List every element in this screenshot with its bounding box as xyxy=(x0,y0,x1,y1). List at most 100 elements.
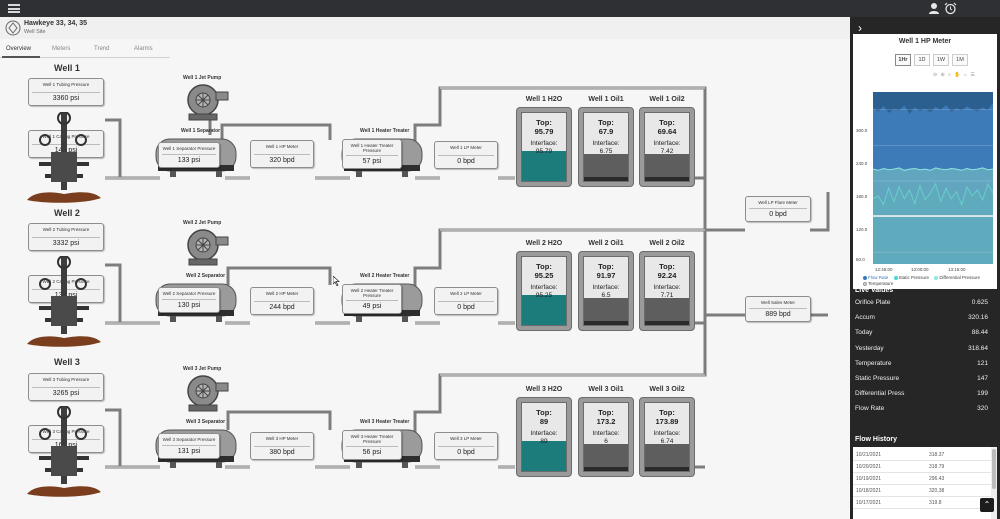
history-value: 296.43 xyxy=(929,476,945,482)
tank-title: Well 1 H2O xyxy=(525,96,563,103)
gauge-value: 56 psi xyxy=(346,446,398,457)
well-1-hp-meter[interactable]: Well 1 HP Meter 320 bpd xyxy=(250,140,314,168)
tank-level-fill xyxy=(645,443,689,471)
well-3-lp-meter[interactable]: Well 3 LP Meter 0 bpd xyxy=(434,432,498,460)
tank-level-fill xyxy=(522,441,566,471)
live-value-number: 199 xyxy=(977,390,988,398)
site-header: Hawkeye 33, 34, 35 Well Site xyxy=(0,17,850,39)
well-3-hp-meter[interactable]: Well 3 HP Meter 380 bpd xyxy=(250,432,314,460)
storage-tank[interactable]: Top: 92.24 Interface: 7.71 xyxy=(639,251,695,331)
tank-level-fill xyxy=(522,151,566,181)
lp-flare-meter[interactable]: Well LP Flare Meter 0 bpd xyxy=(745,196,811,222)
history-date: 10/19/2021 xyxy=(856,476,882,482)
tank-interface-value: 95.25 xyxy=(535,292,553,299)
well-2-treater-pressure[interactable]: Well 2 Heater Treater Pressure 49 psi xyxy=(342,284,402,314)
history-scrollbar[interactable] xyxy=(991,447,997,519)
range-1w-button[interactable]: 1W xyxy=(933,54,949,66)
well-2-hp-meter[interactable]: Well 2 HP Meter 244 bpd xyxy=(250,287,314,315)
storage-tank[interactable]: Top: 67.9 Interface: 6.75 xyxy=(578,107,634,187)
history-row[interactable]: 10/19/2021 296.43 xyxy=(853,473,991,485)
user-icon[interactable] xyxy=(928,2,940,15)
gauge-value: 0 bpd xyxy=(438,155,494,166)
live-value-row: Accum 320.16 xyxy=(855,314,995,326)
tank-bottom-strip xyxy=(645,321,689,325)
storage-tank[interactable]: Top: 69.64 Interface: 7.42 xyxy=(639,107,695,187)
storage-tank[interactable]: Top: 95.25 Interface: 95.25 xyxy=(516,251,572,331)
history-row[interactable]: 10/20/2021 318.79 xyxy=(853,461,991,473)
history-row[interactable]: 10/17/2021 319.8 xyxy=(853,497,991,509)
history-row[interactable]: 10/21/2021 318.37 xyxy=(853,449,991,461)
tank-interface-label: Interface: xyxy=(530,284,558,291)
well-3-tubing-pressure[interactable]: Well 3 Tubing Pressure 3265 psi xyxy=(28,373,104,401)
tank-interface-value: 6.5 xyxy=(601,292,611,299)
storage-tank[interactable]: Top: 95.79 Interface: 95.79 xyxy=(516,107,572,187)
tank-interior: Top: 95.25 Interface: 95.25 xyxy=(521,256,567,326)
gauge-label: Well 3 LP Meter xyxy=(450,436,482,441)
storage-tank[interactable]: Top: 173.89 Interface: 6.74 xyxy=(639,397,695,477)
history-row[interactable]: 10/18/2021 320.38 xyxy=(853,485,991,497)
live-value-name: Static Pressure xyxy=(855,375,900,382)
tank-level-fill xyxy=(584,297,628,325)
tank-top-label: Top: xyxy=(598,262,614,271)
tab-overview[interactable]: Overview xyxy=(6,46,32,52)
collapse-panel-chevron-icon[interactable]: › xyxy=(858,21,862,35)
well-3-treater-pressure[interactable]: Well 3 Heater Treater Pressure 56 psi xyxy=(342,430,402,460)
tank-bottom-strip xyxy=(584,467,628,471)
tab-meters[interactable]: Meters xyxy=(52,46,71,52)
y-tick-label: 240.0 xyxy=(856,161,868,166)
well-2-tubing-pressure[interactable]: Well 2 Tubing Pressure 3332 psi xyxy=(28,223,104,251)
tank-interface-label: Interface: xyxy=(592,430,620,437)
gauge-label: Well 1 HP Meter xyxy=(265,144,299,149)
scroll-to-top-icon[interactable]: ⌃ xyxy=(980,498,994,512)
legend-differential-pressure[interactable]: Differential Pressure xyxy=(934,275,980,281)
alarm-clock-icon[interactable] xyxy=(944,2,957,15)
storage-tank[interactable]: Top: 91.97 Interface: 6.5 xyxy=(578,251,634,331)
legend-temperature[interactable]: Temperature xyxy=(863,281,893,287)
storage-tank[interactable]: Top: 89 Interface: 89 xyxy=(516,397,572,477)
range-1hr-button[interactable]: 1Hr xyxy=(895,54,911,66)
live-value-number: 88.44 xyxy=(971,329,988,337)
live-value-name: Differential Press xyxy=(855,390,905,398)
well-3-separator-pressure[interactable]: Well 3 Separator Pressure 131 psi xyxy=(158,433,220,459)
jet-pump-icon xyxy=(187,229,229,266)
tab-alarms[interactable]: Alarms xyxy=(134,46,153,52)
legend-static-pressure[interactable]: Static Pressure xyxy=(893,275,929,281)
tank-level-fill xyxy=(584,443,628,471)
well-1-tubing-pressure[interactable]: Well 1 Tubing Pressure 3360 psi xyxy=(28,78,104,106)
gauge-value: 889 bpd xyxy=(749,308,807,319)
tank-top-value: 173.89 xyxy=(655,417,679,426)
gauge-label: Well LP Flare Meter xyxy=(758,200,798,205)
range-1m-button[interactable]: 1M xyxy=(952,54,968,66)
tank-interior: Top: 67.9 Interface: 6.75 xyxy=(583,112,629,182)
tank-top-label: Top: xyxy=(659,262,675,271)
tab-trend[interactable]: Trend xyxy=(94,46,110,52)
well-1-lp-meter[interactable]: Well 1 LP Meter 0 bpd xyxy=(434,141,498,169)
well-2-lp-meter[interactable]: Well 2 LP Meter 0 bpd xyxy=(434,287,498,315)
legend-flow-rate[interactable]: Flow Rate xyxy=(863,275,888,281)
gauge-value: 57 psi xyxy=(346,155,398,166)
sales-meter[interactable]: Well Sales Meter 889 bpd xyxy=(745,296,811,322)
hamburger-menu-icon[interactable] xyxy=(8,4,20,13)
live-value-row: Yesterday 318.64 xyxy=(855,345,995,357)
live-value-name: Yesterday xyxy=(855,344,884,352)
tank-title: Well 2 Oil1 xyxy=(588,240,624,247)
well-1-separator-pressure[interactable]: Well 1 Separator Pressure 133 psi xyxy=(158,142,220,168)
tank-bottom-strip xyxy=(584,177,628,181)
live-value-number: 320 xyxy=(977,405,988,413)
details-panel: › Well 1 HP Meter 1Hr 1D 1W 1M ⊖ ⊕ ⌕ ✋ ⌂… xyxy=(850,17,1000,519)
gauge-value: 49 psi xyxy=(346,300,398,311)
well-2-separator-pressure[interactable]: Well 2 Separator Pressure 130 psi xyxy=(158,287,220,313)
well-1-treater-pressure[interactable]: Well 1 Heater Treater Pressure 57 psi xyxy=(342,139,402,169)
tank-interface-label: Interface: xyxy=(653,284,681,291)
tank-top-label: Top: xyxy=(536,408,552,417)
chart-toolbar-icons[interactable]: ⊖ ⊕ ⌕ ✋ ⌂ ☰ xyxy=(933,72,976,78)
gauge-value: 3265 psi xyxy=(32,387,100,398)
jet-pump-icon xyxy=(187,84,229,121)
meter-trend-plot[interactable] xyxy=(873,92,993,264)
range-1d-button[interactable]: 1D xyxy=(914,54,930,66)
tank-title: Well 1 Oil1 xyxy=(588,96,624,103)
gauge-value: 130 psi xyxy=(162,299,216,310)
gauge-label: Well 2 LP Meter xyxy=(450,291,482,296)
gauge-value: 0 bpd xyxy=(438,446,494,457)
storage-tank[interactable]: Top: 173.2 Interface: 6 xyxy=(578,397,634,477)
